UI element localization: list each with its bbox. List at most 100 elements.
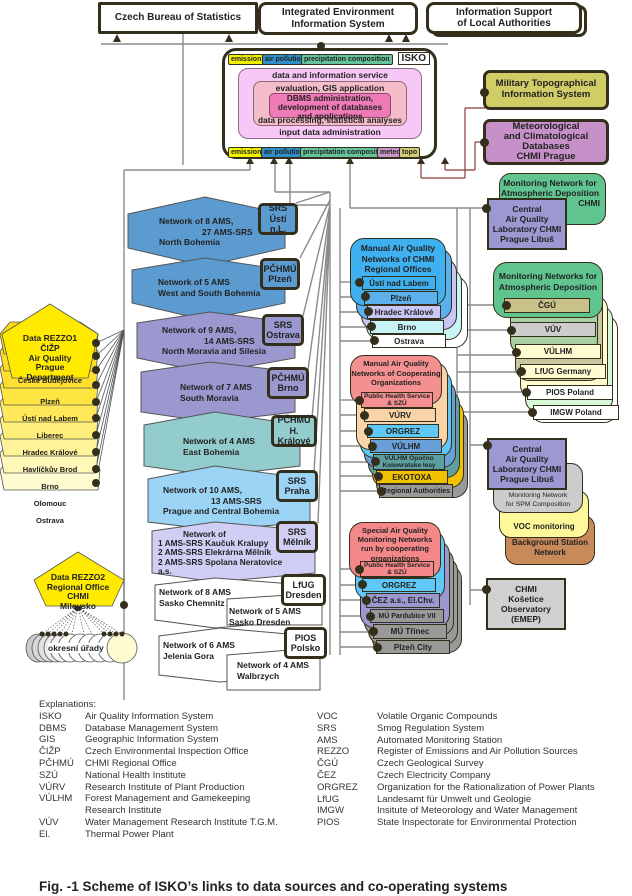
manual-chmi-hradec[interactable]: Hradec Králové (367, 305, 441, 319)
deposition-vulhm[interactable]: VÚLHM (515, 344, 601, 359)
central-lab1-line3: Laboratory CHMI (492, 224, 562, 234)
legend-value: Czech Environmental Inspection Office (85, 746, 249, 758)
net-line: West and South Bohemia (158, 287, 261, 298)
office-srs-melnik[interactable]: SRS Mělník (276, 521, 318, 553)
isko-core-box[interactable]: ISKO emission air pollution precipitatio… (222, 48, 437, 159)
special-public-health[interactable]: Public Health Service & SZÚ (360, 561, 434, 577)
rezzo1-office[interactable]: Ústí nad Labem (22, 414, 78, 423)
net-line: Jelenia Gora (163, 650, 215, 661)
rezzo1-line: Air Quality (28, 352, 72, 363)
office-srs-praha[interactable]: SRS Praha (276, 470, 318, 502)
manual-chmi-title: Manual Air Quality (360, 243, 436, 253)
manual-chmi-usti[interactable]: Ústí nad Labem (362, 276, 436, 290)
special-orgrez[interactable]: ORGREZ (362, 578, 436, 592)
rezzo2-title[interactable]: Data REZZO2 Regional Office CHMI Milevsk… (40, 572, 116, 611)
connector-dot (517, 367, 526, 376)
manual-coop-ekotoxa[interactable]: EKOTOXA (376, 470, 448, 484)
kosetice-line: CHMI (515, 584, 537, 594)
manual-chmi-brno[interactable]: Brno (370, 320, 444, 334)
rezzo1-office[interactable]: Plzeň (40, 397, 60, 406)
deposition-pios-poland[interactable]: PIOS Poland (527, 385, 613, 400)
office-srs-ostrava[interactable]: SRS Ostrava (262, 314, 304, 346)
hex-west-south-bohemia (131, 257, 286, 321)
office-line2: Plzeň (268, 274, 292, 284)
ieis-label-line1: Integrated Environment (281, 7, 395, 18)
deposition-lfug-germany[interactable]: LfUG Germany (520, 364, 606, 379)
connector-dot (502, 301, 511, 310)
integrated-environment-information-system-box[interactable]: Integrated Environment Information Syste… (258, 2, 418, 35)
deposition-vuv[interactable]: VÚV (510, 322, 596, 337)
rezzo1-office[interactable]: Havlíčkův Brod (22, 465, 78, 474)
net-melnik-label: Network of 1 AMS-SRS Kaučuk Kralupy 2 AM… (158, 529, 282, 576)
legend-key: ČGÚ (317, 758, 339, 770)
manual-coop-vulhm-opocno[interactable]: VÚLHM Opočno Kolowratske lesy (373, 454, 445, 470)
meteorological-databases-box[interactable]: Meteorological and Climatological Databa… (483, 119, 609, 165)
rezzo1-office[interactable]: Olomouc (33, 499, 67, 508)
hex-melnik (151, 521, 316, 583)
central-lab-box-1[interactable]: Central Air Quality Laboratory CHMI Prag… (487, 198, 567, 250)
office-pios-polsko[interactable]: PIOS Polsko (284, 627, 327, 659)
net-line: Network of 8 AMS, (159, 216, 234, 226)
manual-coop-vulhm[interactable]: VÚLHM (370, 439, 442, 453)
kosetice-observatory-box[interactable]: CHMI Košetice Observatory (EMEP) (486, 578, 566, 630)
special-plzen-city[interactable]: Plzeň City (376, 640, 450, 654)
legend-key: VÚLHM (39, 793, 73, 805)
office-pchmu-hradec[interactable]: PČHMÚ H. Králové (271, 415, 317, 447)
czech-bureau-of-statistics-box[interactable]: Czech Bureau of Statistics (98, 2, 258, 34)
okresni-urady-label[interactable]: okresní úřady (48, 643, 104, 653)
office-pchmu-plzen[interactable]: PČHMÚ Plzeň (260, 258, 300, 290)
rezzo1-office[interactable]: Ostrava (36, 516, 64, 525)
rezzo1-office[interactable]: Hradec Králové (22, 448, 78, 457)
net-line: Network of 4 AMS (183, 436, 255, 446)
tag-precipitation-top[interactable]: precipitation composition (301, 54, 393, 65)
office-line2: Brno (277, 383, 299, 393)
manual-coop-public-health[interactable]: Public Health Service & SZÚ (361, 392, 433, 408)
office-lfug-dresden[interactable]: LfUG Dresden (281, 574, 326, 606)
legend-key: REZZO (317, 746, 350, 758)
dbms-line1: DBMS administration, (286, 93, 374, 103)
manual-coop-vurv[interactable]: VÚRV (364, 408, 436, 422)
ieis-label-line2: Information System (291, 18, 385, 30)
manual-coop-orgrez[interactable]: ORGREZ (367, 424, 439, 438)
legend-key: El. (39, 828, 51, 840)
special-cez[interactable]: ČEZ a.s., El.Chv. (366, 593, 440, 608)
legend-value: Water Management Research Institute T.G.… (85, 816, 278, 828)
rezzo1-office[interactable]: Liberec (36, 431, 64, 440)
legend-heading: Explanations: (39, 699, 97, 710)
office-line2: Ústí n.L. (269, 213, 287, 235)
net-line: 27 AMS-SRS (202, 226, 253, 237)
manual-chmi-ostrava[interactable]: Ostrava (372, 334, 446, 348)
legend-value: Geographic Information System (85, 734, 219, 746)
special-mu-pardubice[interactable]: MÚ Pardubice VII (370, 609, 444, 623)
office-line1: SRS (287, 475, 307, 486)
information-support-local-authorities-box[interactable]: Information Support of Local Authorities (426, 2, 582, 34)
figure-caption: Fig. -1 Scheme of ISKO’s links to data s… (39, 879, 508, 894)
rezzo1-office[interactable]: České Budějovice (17, 376, 83, 385)
legend-value: National Health Institute (85, 769, 186, 781)
connector-dot (366, 612, 375, 621)
office-srs-usti[interactable]: SRS Ústí n.L. (258, 203, 298, 235)
special-mu-trinec[interactable]: MÚ Třinec (373, 624, 447, 639)
deposition-imgw-poland[interactable]: IMGW Poland (533, 405, 619, 420)
central-lab-box-2[interactable]: Central Air Quality Laboratory CHMI Prag… (487, 438, 567, 490)
rezzo2-line: Milevsko (60, 600, 96, 611)
tag-topo-bottom[interactable]: topo (399, 147, 421, 158)
connector-dot (480, 138, 489, 147)
manual-coop-regional-authorities[interactable]: Regional Authorities (379, 484, 453, 498)
legend-value: Landesamt für Umwelt und Geologie (377, 793, 532, 805)
net-poland-a-label: Network of 6 AMS Jelenia Gora (163, 640, 235, 661)
office-pchmu-brno[interactable]: PČHMÚ Brno (267, 367, 309, 399)
legend-value: Czech Electricity Company (377, 769, 491, 781)
connector-dot (374, 472, 383, 481)
manual-chmi-plzen[interactable]: Plzeň (364, 291, 438, 305)
special-title: organizations (370, 553, 420, 563)
military-topographical-box[interactable]: Military Topographical Information Syste… (483, 70, 609, 110)
connector-dot (507, 326, 516, 335)
net-line: Network of 6 AMS (163, 640, 235, 650)
rezzo1-office[interactable]: Brno (41, 482, 59, 491)
deposition-cgu[interactable]: ČGÚ (504, 298, 590, 313)
central-lab2-line: Prague Libuš (500, 474, 554, 484)
